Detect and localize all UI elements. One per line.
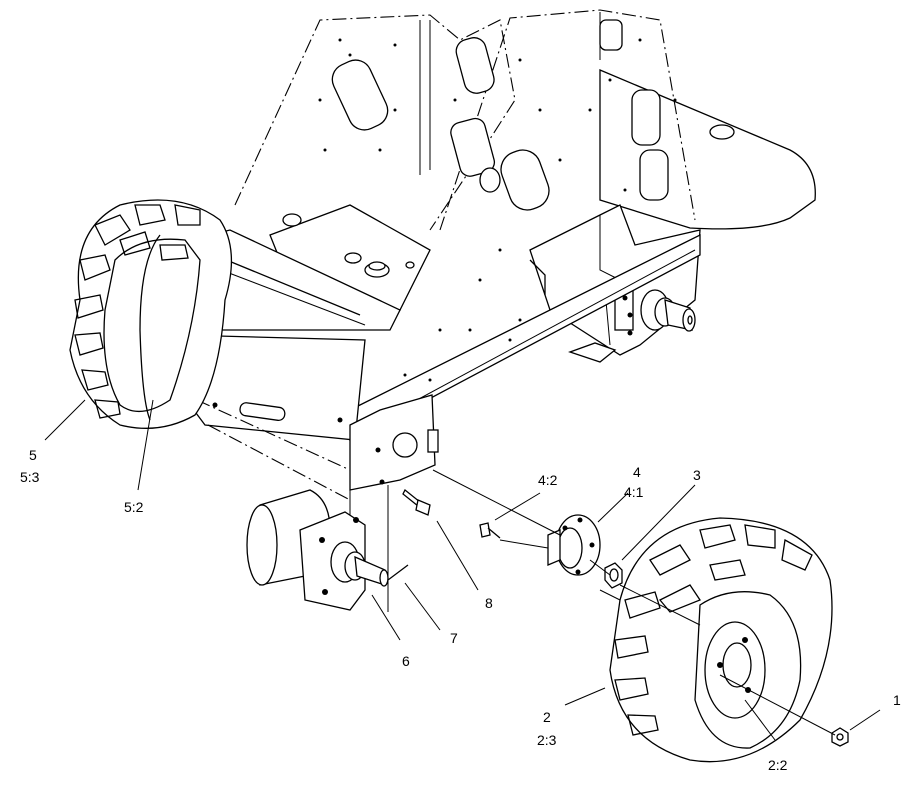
leader-lines: [44, 399, 881, 741]
explode-lines: [432, 469, 836, 736]
right-wheel: [609, 517, 833, 763]
callout-5: 5: [29, 447, 37, 463]
callout-labels: 1 2 2:3 2:2 3 4 4:1 4:2 5 5:3 5:2 6 7 8: [20, 447, 901, 773]
callout-2-2: 2:2: [768, 757, 788, 773]
callout-5-2: 5:2: [124, 499, 144, 515]
callout-1: 1: [893, 692, 901, 708]
callout-3: 3: [693, 467, 701, 483]
left-wheel-tread: [74, 204, 201, 419]
callout-6: 6: [402, 653, 410, 669]
wheel-hub: [547, 514, 601, 576]
lug-nut: [831, 727, 849, 747]
frame-holes: [318, 38, 677, 382]
wheel-motor: [246, 489, 389, 611]
callout-4-2: 4:2: [538, 472, 558, 488]
shaft-key: [387, 564, 409, 581]
hub-bolt: [479, 522, 501, 539]
mounting-bolt: [402, 488, 431, 516]
castle-nut: [604, 562, 623, 589]
callout-5-3: 5:3: [20, 469, 40, 485]
callout-8: 8: [485, 595, 493, 611]
callout-7: 7: [450, 630, 458, 646]
chassis-frame: [149, 9, 816, 612]
left-wheel: [69, 199, 233, 429]
callout-2: 2: [543, 709, 551, 725]
callout-2-3: 2:3: [537, 732, 557, 748]
callout-4-1: 4:1: [624, 484, 644, 500]
callout-4: 4: [633, 464, 641, 480]
